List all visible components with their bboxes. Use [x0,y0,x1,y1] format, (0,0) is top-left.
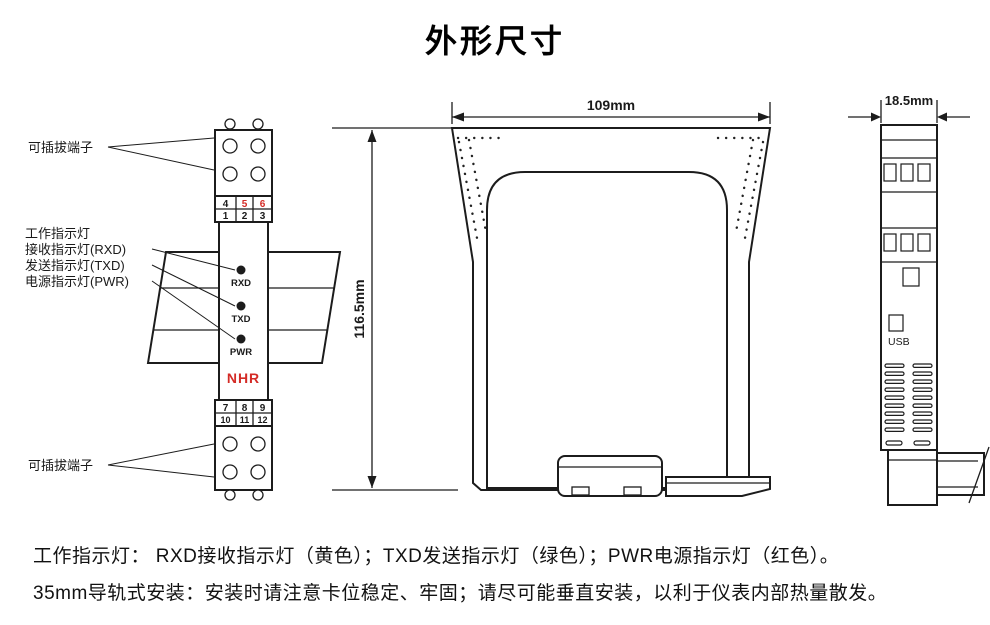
nhr-logo: NHR [227,370,260,386]
width-dim-label: 109mm [587,97,635,113]
terminal-number: 1 [223,211,229,222]
screw-top-left [224,118,236,130]
terminal-number-strip-top: 4 5 6 1 2 3 [214,195,273,223]
terminal-number: 7 [223,403,229,414]
side-inner-panel [486,171,728,489]
din-rail-clip [665,476,771,497]
grip-texture-dots [456,136,766,240]
page-title: 外形尺寸 [424,23,565,59]
indicator-label-3: 电源指示灯(PWR) [25,274,129,289]
width-dimension: 109mm [451,97,771,124]
indicator-leds: RXD TXD PWR [230,265,252,358]
note-indicator-colors: 工作指示灯： RXD接收指示灯（黄色）；TXD发送指示灯（绿色）；PWR电源指示… [33,546,840,567]
note-mounting: 35mm导轨式安装：安装时请注意卡位稳定、牢固；请尽可能垂直安装，以利于仪表内部… [33,583,888,604]
pluggable-terminal-label-top: 可插拔端子 [28,140,93,155]
terminal-number: 11 [240,415,250,425]
module-front-body [218,221,269,401]
thickness-dimension: 18.5mm [848,93,970,123]
footer-notes: 工作指示灯： RXD接收指示灯（黄色）；TXD发送指示灯（绿色）；PWR电源指示… [33,541,973,615]
din-rail-end [937,446,990,504]
terminal-block-top [214,129,273,197]
rxd-led-label: RXD [231,278,251,289]
terminal-number: 3 [260,211,266,222]
bottom-connector-block [557,455,663,497]
side-profile-outline [450,127,772,491]
terminal-number-strip-bottom: 7 8 9 10 11 12 [214,399,273,427]
thickness-dim-label: 18.5mm [885,93,933,108]
terminal-number: 8 [242,403,248,414]
indicator-label-1: 接收指示灯(RXD) [25,242,126,257]
front-annotations: 可插拔端子 工作指示灯 接收指示灯(RXD) 发送指示灯(TXD) 电源指示灯(… [25,137,236,478]
indicator-label-0: 工作指示灯 [25,226,90,241]
front-view: 4 5 6 1 2 3 RXD TXD PWR NHR [25,118,342,501]
terminal-number: 10 [220,415,230,425]
terminal-number: 4 [223,199,229,210]
module-end-foot [887,449,938,506]
rxd-led-icon [236,265,246,275]
screw-bottom-left [224,489,236,501]
side-view: 109mm 116.5mm [332,97,772,497]
txd-led-label: TXD [232,314,251,325]
module-front: 4 5 6 1 2 3 RXD TXD PWR NHR [214,118,273,501]
side-latch [902,267,920,287]
height-dimension: 116.5mm [332,127,458,491]
terminal-number: 9 [260,403,266,414]
usb-port [888,314,904,332]
screw-top-right [252,118,264,130]
height-dim-label: 116.5mm [351,279,367,338]
module-end: USB [880,124,938,506]
vent-slots [884,363,933,433]
terminal-number: 12 [257,415,267,425]
terminal-block-bottom [214,425,273,491]
end-view: 18.5mm USB [848,93,990,506]
indicator-label-2: 发送指示灯(TXD) [25,258,125,273]
pwr-led-icon [236,334,246,344]
pluggable-terminal-label-bottom: 可插拔端子 [28,458,93,473]
screw-bottom-right [252,489,264,501]
terminal-number: 2 [242,211,248,222]
terminal-number: 6 [260,199,266,210]
usb-label: USB [888,336,910,348]
txd-led-icon [236,301,246,311]
terminal-number: 5 [242,199,248,210]
pwr-led-label: PWR [230,347,252,358]
